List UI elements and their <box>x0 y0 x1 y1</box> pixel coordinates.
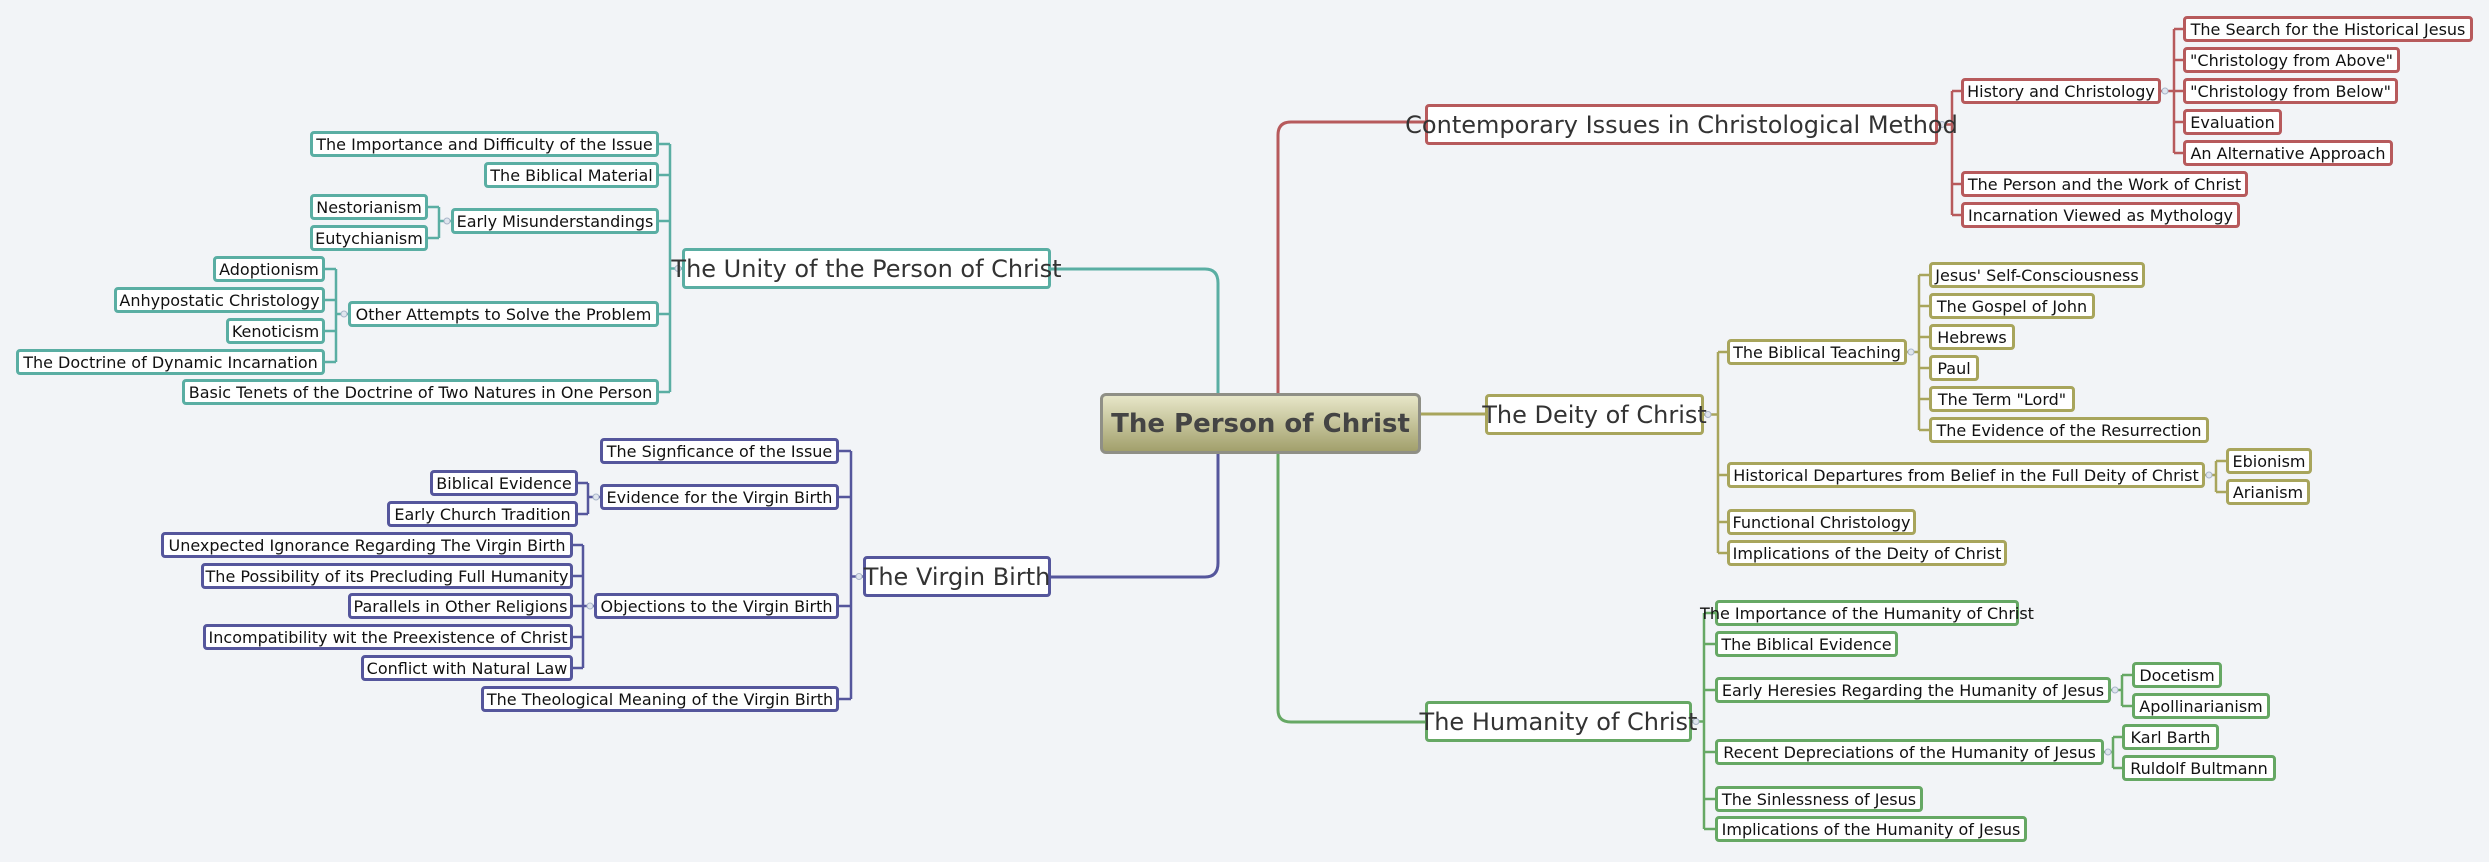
topic-precluding-humanity[interactable]: The Possibility of its Precluding Full H… <box>201 563 573 589</box>
topic-historical-departures[interactable]: Historical Departures from Belief in the… <box>1727 462 2205 488</box>
topic-term-lord[interactable]: The Term "Lord" <box>1929 386 2075 412</box>
topic-implications-humanity[interactable]: Implications of the Humanity of Jesus <box>1715 816 2027 842</box>
topic-evaluation[interactable]: Evaluation <box>2183 109 2282 135</box>
topic-alternative-approach[interactable]: An Alternative Approach <box>2183 140 2393 166</box>
topic-person-and-work[interactable]: The Person and the Work of Christ <box>1961 171 2248 197</box>
topic-parallels-religions[interactable]: Parallels in Other Religions <box>348 593 573 619</box>
topic-eutychianism[interactable]: Eutychianism <box>310 225 428 251</box>
topic-objections[interactable]: Objections to the Virgin Birth <box>594 593 839 619</box>
topic-implications-deity[interactable]: Implications of the Deity of Christ <box>1727 540 2007 566</box>
topic-christology-from-above[interactable]: "Christology from Above" <box>2183 47 2400 73</box>
topic-sinlessness[interactable]: The Sinlessness of Jesus <box>1715 786 1923 812</box>
topic-anhypostatic-christology[interactable]: Anhypostatic Christology <box>114 287 325 313</box>
topic-self-consciousness[interactable]: Jesus' Self-Consciousness <box>1929 262 2145 288</box>
topic-biblical-teaching[interactable]: The Biblical Teaching <box>1727 339 1907 365</box>
topic-biblical-material[interactable]: The Biblical Material <box>484 162 659 188</box>
topic-biblical-evidence-vb[interactable]: Biblical Evidence <box>430 470 578 496</box>
topic-virgin-birth[interactable]: The Virgin Birth <box>863 556 1051 597</box>
topic-unity-of-person[interactable]: The Unity of the Person of Christ <box>671 248 1062 289</box>
topic-importance-difficulty[interactable]: The Importance and Difficulty of the Iss… <box>310 131 659 157</box>
topic-deity-of-christ[interactable]: The Deity of Christ <box>1482 394 1707 435</box>
topic-docetism[interactable]: Docetism <box>2132 662 2222 688</box>
topic-evidence-virgin-birth[interactable]: Evidence for the Virgin Birth <box>600 484 839 510</box>
topic-early-misunderstandings[interactable]: Early Misunderstandings <box>451 208 659 234</box>
topic-functional-christology[interactable]: Functional Christology <box>1727 509 1916 535</box>
topic-kenoticism[interactable]: Kenoticism <box>226 318 325 344</box>
topic-incompatibility-preexistence[interactable]: Incompatibility wit the Preexistence of … <box>203 624 573 650</box>
root-topic[interactable]: The Person of Christ <box>1100 393 1421 454</box>
topic-humanity-of-christ[interactable]: The Humanity of Christ <box>1420 701 1697 742</box>
topic-history-and-christology[interactable]: History and Christology <box>1961 78 2161 104</box>
topic-hebrews[interactable]: Hebrews <box>1929 324 2015 350</box>
topic-natural-law[interactable]: Conflict with Natural Law <box>361 655 573 681</box>
topic-ebionism[interactable]: Ebionism <box>2226 448 2312 474</box>
topic-contemporary-issues[interactable]: Contemporary Issues in Christological Me… <box>1405 104 1958 145</box>
topic-evidence-resurrection[interactable]: The Evidence of the Resurrection <box>1929 417 2209 443</box>
topic-gospel-of-john[interactable]: The Gospel of John <box>1929 293 2095 319</box>
topic-basic-tenets[interactable]: Basic Tenets of the Doctrine of Two Natu… <box>182 379 659 405</box>
topic-rudolf-bultmann[interactable]: Ruldolf Bultmann <box>2122 755 2276 781</box>
topic-recent-depreciations[interactable]: Recent Depreciations of the Humanity of … <box>1715 739 2104 765</box>
topic-early-heresies[interactable]: Early Heresies Regarding the Humanity of… <box>1715 677 2111 703</box>
topic-apollinarianism[interactable]: Apollinarianism <box>2132 693 2270 719</box>
topic-theological-meaning[interactable]: The Theological Meaning of the Virgin Bi… <box>481 686 839 712</box>
topic-significance-issue[interactable]: The Signficance of the Issue <box>600 438 839 464</box>
topic-paul[interactable]: Paul <box>1929 355 1979 381</box>
topic-search-historical-jesus[interactable]: The Search for the Historical Jesus <box>2183 16 2473 42</box>
topic-importance-humanity[interactable]: The Importance of the Humanity of Christ <box>1700 600 2034 626</box>
topic-biblical-evidence-humanity[interactable]: The Biblical Evidence <box>1715 631 1898 657</box>
topic-arianism[interactable]: Arianism <box>2226 479 2310 505</box>
topic-unexpected-ignorance[interactable]: Unexpected Ignorance Regarding The Virgi… <box>161 532 573 558</box>
topic-incarnation-mythology[interactable]: Incarnation Viewed as Mythology <box>1961 202 2240 228</box>
topic-christology-from-below[interactable]: "Christology from Below" <box>2183 78 2398 104</box>
topic-adoptionism[interactable]: Adoptionism <box>213 256 325 282</box>
topic-other-attempts[interactable]: Other Attempts to Solve the Problem <box>348 301 659 327</box>
topic-dynamic-incarnation[interactable]: The Doctrine of Dynamic Incarnation <box>16 349 325 375</box>
topic-nestorianism[interactable]: Nestorianism <box>310 194 428 220</box>
topic-karl-barth[interactable]: Karl Barth <box>2122 724 2219 750</box>
topic-early-church-tradition[interactable]: Early Church Tradition <box>387 501 578 527</box>
